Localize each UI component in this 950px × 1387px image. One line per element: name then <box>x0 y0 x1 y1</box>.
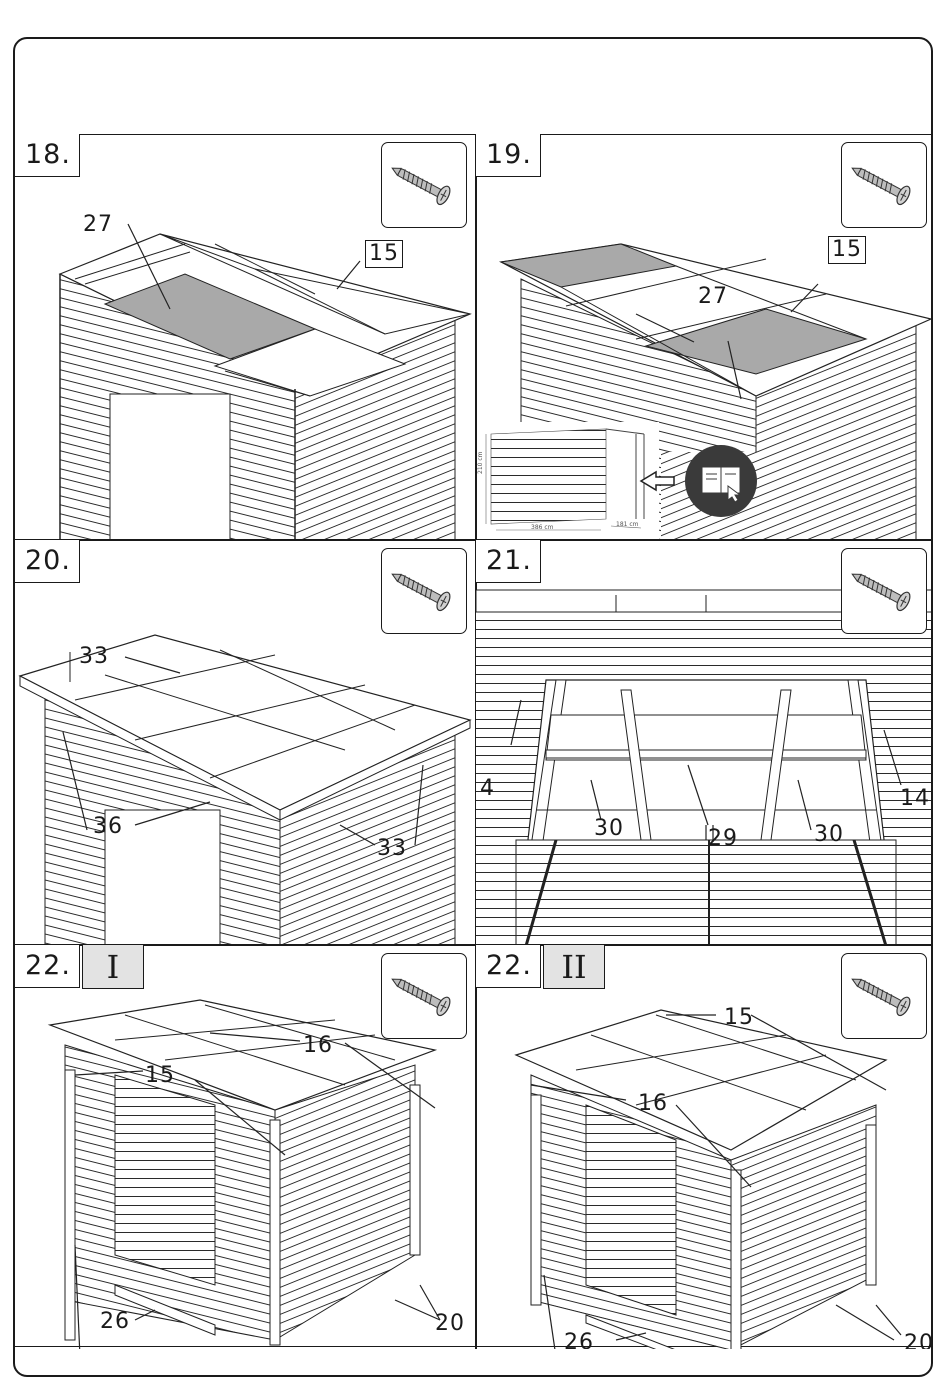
step-panel-19: 19. <box>476 134 933 539</box>
part-callout: 36 <box>93 814 123 839</box>
instruction-page: 18. 27 15 19. <box>13 37 933 1377</box>
part-callout: 30 <box>594 816 624 841</box>
manual-icon <box>685 445 757 517</box>
footer-band <box>15 1346 931 1375</box>
part-callout: 14 <box>900 786 930 811</box>
part-callout: 33 <box>377 836 407 861</box>
inset-dimension: 181 cm <box>616 521 639 528</box>
part-callout: 26 <box>100 1309 130 1334</box>
step-number: 21. <box>476 540 541 583</box>
screw-icon <box>381 142 467 228</box>
variant-label: I <box>82 945 144 989</box>
step-number: 18. <box>15 134 80 177</box>
screw-icon <box>841 548 927 634</box>
screw-icon <box>841 142 927 228</box>
screw-icon <box>381 953 467 1039</box>
header-band <box>15 39 931 135</box>
part-callout-boxed: 15 <box>828 236 866 264</box>
step-number: 20. <box>15 540 80 583</box>
step-panel-22-i: 22. I 16 <box>15 945 475 1349</box>
step-number: 22. <box>476 945 541 988</box>
variant-label: II <box>543 945 605 989</box>
step-panel-18: 18. 27 15 <box>15 134 475 539</box>
part-callout-boxed: 15 <box>365 240 403 268</box>
part-callout: 27 <box>698 284 728 309</box>
part-callout: 15 <box>145 1063 175 1088</box>
step-panel-21: 21. 4 14 30 29 30 <box>476 540 933 944</box>
part-callout: 16 <box>303 1033 333 1058</box>
screw-icon <box>381 548 467 634</box>
part-callout: 20 <box>435 1311 465 1336</box>
part-callout: 33 <box>79 644 109 669</box>
step-panel-20: 20. 33 36 33 <box>15 540 475 944</box>
part-callout: 20 <box>904 1331 933 1349</box>
part-callout: 27 <box>83 212 113 237</box>
screw-icon <box>841 953 927 1039</box>
step-number: 22. <box>15 945 80 988</box>
part-callout: 15 <box>724 1005 754 1030</box>
step-panel-22-ii: 22. II 15 16 26 20 <box>476 945 933 1349</box>
step-number: 19. <box>476 134 541 177</box>
part-callout: 4 <box>480 776 495 801</box>
inset-dimension: 386 cm <box>531 524 554 531</box>
inset-dimension: 210 cm <box>477 451 484 474</box>
part-callout: 30 <box>814 822 844 847</box>
part-callout: 29 <box>708 826 738 851</box>
part-callout: 16 <box>638 1091 668 1116</box>
part-callout: 26 <box>564 1330 594 1349</box>
